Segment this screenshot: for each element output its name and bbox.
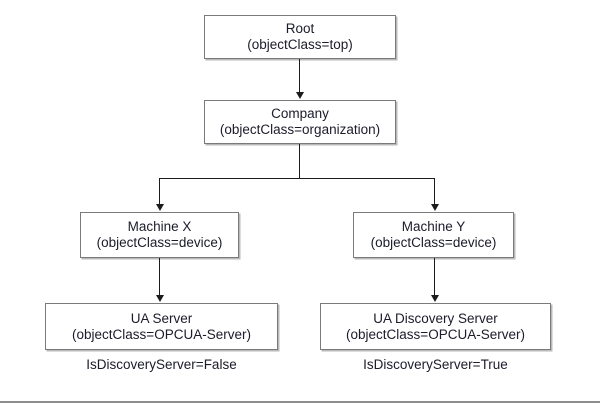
node-machine-y: Machine Y (objectClass=device)	[353, 212, 514, 258]
arrowhead-company-to-machine-y	[431, 204, 439, 211]
caption-ua-server: IsDiscoveryServer=False	[86, 357, 237, 372]
node-ua-server-title: UA Server	[130, 310, 193, 326]
edge-company-to-machine-x	[159, 178, 160, 205]
edge-company-branch-bar	[159, 178, 435, 179]
node-root-title: Root	[285, 21, 315, 37]
arrowhead-root-to-company	[296, 92, 304, 99]
node-ua-discovery-server-subtitle: (objectClass=OPCUA-Server)	[346, 326, 525, 342]
node-company-title: Company	[271, 106, 329, 122]
node-machine-y-subtitle: (objectClass=device)	[370, 235, 497, 250]
node-machine-x-title: Machine X	[127, 219, 192, 235]
edge-root-to-company	[299, 59, 300, 93]
node-company: Company (objectClass=organization)	[204, 100, 396, 144]
node-root-subtitle: (objectClass=top)	[247, 37, 353, 52]
node-machine-x: Machine X (objectClass=device)	[80, 212, 239, 258]
node-ua-server-subtitle: (objectClass=OPCUA-Server)	[72, 326, 251, 342]
node-ua-server: UA Server (objectClass=OPCUA-Server)	[45, 303, 278, 350]
arrowhead-machine-x-to-ua-server	[156, 295, 164, 302]
node-machine-x-subtitle: (objectClass=device)	[96, 235, 223, 250]
node-company-subtitle: (objectClass=organization)	[219, 122, 381, 137]
caption-ua-discovery-server: IsDiscoveryServer=True	[363, 357, 508, 372]
bottom-divider	[0, 401, 600, 403]
node-machine-y-title: Machine Y	[401, 219, 466, 235]
node-ua-discovery-server: UA Discovery Server (objectClass=OPCUA-S…	[320, 303, 551, 350]
edge-machine-x-to-ua-server	[159, 258, 160, 296]
node-ua-discovery-server-title: UA Discovery Server	[373, 310, 498, 326]
node-root: Root (objectClass=top)	[204, 15, 396, 59]
edge-machine-y-to-ua-discovery-server	[434, 258, 435, 296]
edge-company-to-machine-y	[434, 178, 435, 205]
arrowhead-machine-y-to-ua-discovery-server	[431, 295, 439, 302]
arrowhead-company-to-machine-x	[156, 204, 164, 211]
edge-company-trunk	[299, 144, 300, 178]
